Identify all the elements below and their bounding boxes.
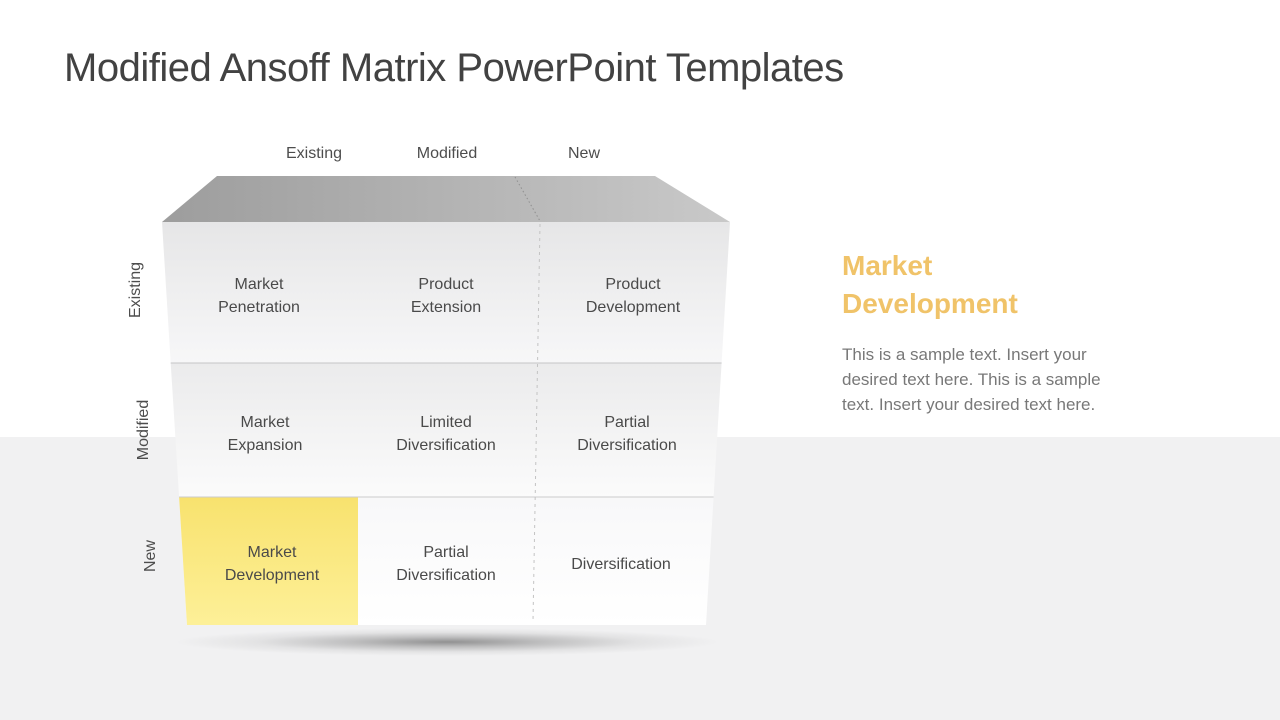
matrix-front-row-modified	[170, 363, 722, 497]
column-header-existing: Existing	[285, 145, 343, 162]
row-label-new: New	[142, 540, 159, 573]
slide-title: Modified Ansoff Matrix PowerPoint Templa…	[64, 46, 844, 90]
matrix-top-face	[162, 176, 730, 222]
row-label-existing: Existing	[127, 261, 144, 319]
cell-product-extension: Product Extension	[410, 276, 482, 316]
cell-limited-diversification: Limited Diversification	[396, 414, 496, 454]
column-header-new: New	[567, 145, 600, 162]
detail-panel-body-text: This is a sample text. Insert your desir…	[842, 345, 1101, 414]
cell-diversification: Diversification	[571, 555, 671, 573]
box-drop-shadow	[175, 628, 719, 656]
matrix-front-row-existing	[162, 222, 730, 363]
cell-partial-diversification-new: Partial Diversification	[396, 544, 496, 584]
column-header-modified: Modified	[416, 145, 478, 162]
dashed-divider-top-face	[514, 176, 541, 222]
cell-market-penetration: Market Penetration	[218, 276, 300, 316]
highlighted-cell-market-development	[179, 497, 358, 625]
cell-product-development: Product Development	[585, 276, 681, 316]
dashed-divider-front-face	[532, 223, 541, 622]
cell-market-expansion: Market Expansion	[227, 414, 303, 454]
detail-panel-heading: Market Development	[842, 250, 1018, 319]
cell-market-development: Market Development	[224, 544, 320, 584]
cell-partial-diversification-modified: Partial Diversification	[577, 414, 677, 454]
row-label-modified: Modified	[135, 399, 152, 461]
